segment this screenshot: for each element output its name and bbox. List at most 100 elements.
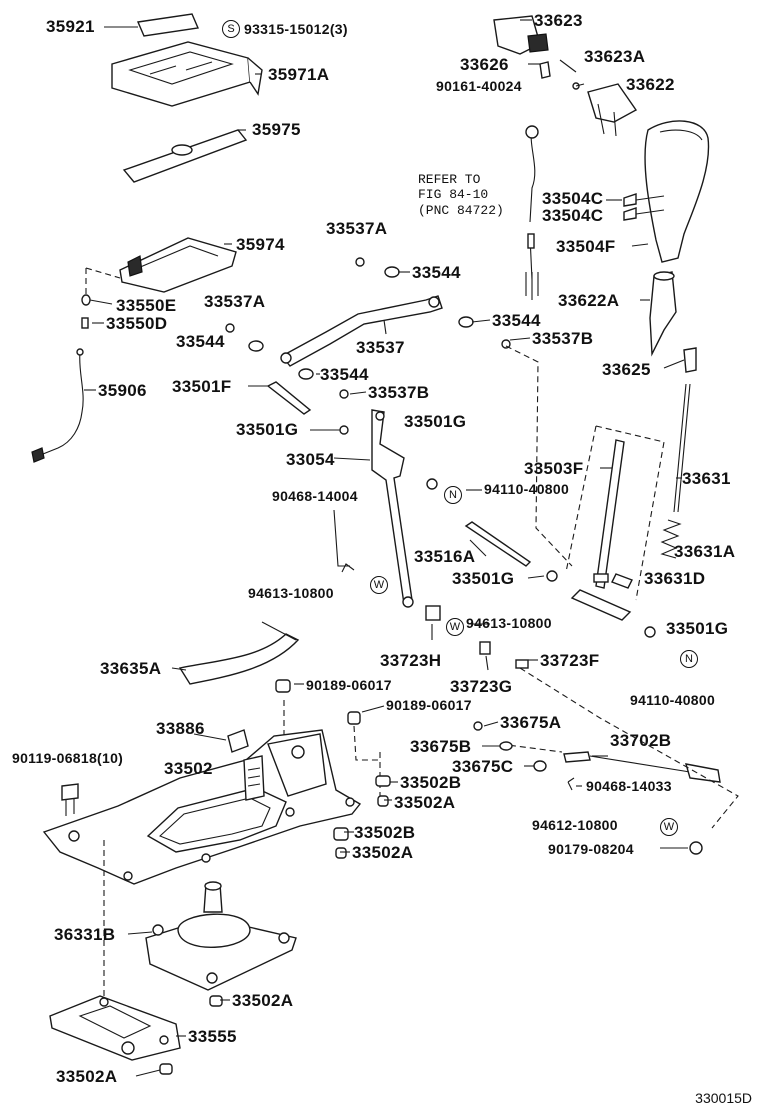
part-label: 33622	[626, 75, 675, 94]
part-label: 90189-06017	[386, 697, 472, 713]
part-label: 90468-14004	[272, 488, 358, 504]
part-label: 35975	[252, 120, 301, 139]
part-label: 33631D	[644, 569, 706, 588]
part-33623-switch	[493, 15, 549, 55]
part-label: 33501G	[236, 420, 299, 439]
part-label: 94613-10800	[466, 615, 552, 631]
part-36331b-boot	[145, 881, 297, 991]
part-label: 33626	[460, 55, 509, 74]
part-label: 33625	[602, 360, 651, 379]
leader-lines	[84, 19, 688, 1077]
part-label: 33623A	[584, 47, 646, 66]
part-label: 33054	[286, 450, 335, 469]
diagram-reference-id: 330015D	[695, 1090, 752, 1106]
part-label: 94613-10800	[248, 585, 334, 601]
part-label: 33675C	[452, 757, 514, 776]
part-label: 35974	[236, 235, 285, 254]
part-label: 33503F	[524, 459, 584, 478]
part-label: 33502B	[400, 773, 462, 792]
part-33501f-bolt	[266, 381, 312, 415]
part-label: 33501G	[404, 412, 467, 431]
part-label: 33622A	[558, 291, 620, 310]
part-label: 33504C	[542, 206, 604, 225]
part-label: 90161-40024	[436, 78, 522, 94]
symbol-w-1: W	[370, 576, 388, 594]
part-label: 93315-15012(3)	[244, 21, 348, 37]
part-33054-shift-rod	[371, 409, 414, 608]
part-label: 33635A	[100, 659, 162, 678]
part-label: 90468-14033	[586, 778, 672, 794]
refer-note-line-2: FIG 84-10	[418, 187, 489, 202]
symbol-w-2: W	[446, 618, 464, 636]
part-33723h-bushing	[425, 605, 441, 621]
part-label: 33502A	[56, 1067, 118, 1086]
part-label: 33537B	[532, 329, 594, 348]
part-label: 33631	[682, 469, 731, 488]
refer-note-line-1: REFER TO	[418, 172, 481, 187]
part-label: 94110-40800	[630, 692, 716, 708]
symbol-w-3: W	[660, 818, 678, 836]
part-33555-lower-plate	[49, 995, 181, 1061]
part-label: 90119-06818(10)	[12, 750, 124, 766]
part-label: 33723H	[380, 651, 442, 670]
part-label: 33537A	[204, 292, 266, 311]
part-label: 33702B	[610, 731, 672, 750]
part-label: 35906	[98, 381, 147, 400]
part-label: 33675A	[500, 713, 562, 732]
part-35921-plate	[136, 13, 200, 37]
part-90119-bolt	[61, 783, 79, 816]
part-label: 33504F	[556, 237, 616, 256]
part-33504f-knob	[644, 120, 710, 263]
part-label: 33675B	[410, 737, 472, 756]
part-label: 33502B	[354, 823, 416, 842]
part-label: 33555	[188, 1027, 237, 1046]
part-label: 33631A	[674, 542, 736, 561]
part-label: 35971A	[268, 65, 330, 84]
part-label: 33544	[492, 311, 541, 330]
part-label: 33501F	[172, 377, 232, 396]
part-label: 33723G	[450, 677, 513, 696]
part-33631-rod	[660, 383, 691, 559]
part-label: 33544	[176, 332, 225, 351]
part-label: 94110-40800	[484, 481, 570, 497]
part-label: 33504C	[542, 189, 604, 208]
part-label: 33501G	[666, 619, 729, 638]
part-label: 33537	[356, 338, 405, 357]
part-label: 33623	[534, 11, 583, 30]
part-label: 33537B	[368, 383, 430, 402]
part-33886-clip	[227, 729, 249, 753]
part-label: 33537A	[326, 219, 388, 238]
part-33622a-sleeve	[649, 271, 677, 357]
part-wire-harness	[525, 125, 539, 300]
part-label: 33886	[156, 719, 205, 738]
symbol-n-1: N	[444, 486, 462, 504]
part-label: 33502	[164, 759, 213, 778]
part-33635a-bracket	[178, 621, 300, 685]
part-35974-indicator	[119, 237, 237, 293]
symbol-n-2: N	[680, 650, 698, 668]
part-label: 33501G	[452, 569, 515, 588]
part-33622-button	[587, 83, 638, 137]
symbol-s: S	[222, 20, 240, 38]
part-33503f-lever	[570, 439, 632, 621]
part-33702b-cable	[563, 751, 721, 783]
part-35906-wire	[31, 348, 84, 463]
part-35975-strip	[122, 129, 248, 183]
part-label: 90189-06017	[306, 677, 392, 693]
part-label: 36331B	[54, 925, 116, 944]
part-label: 33544	[320, 365, 369, 384]
refer-note-line-3: (PNC 84722)	[418, 203, 504, 218]
part-label: 33550D	[106, 314, 168, 333]
part-35971a-housing	[111, 41, 263, 107]
part-label: 33550E	[116, 296, 177, 315]
part-label: 33723F	[540, 651, 600, 670]
part-label: 33502A	[352, 843, 414, 862]
part-label: 94612-10800	[532, 817, 618, 833]
part-33502-base-plate	[42, 729, 362, 885]
part-label: 33516A	[414, 547, 476, 566]
part-label: 33502A	[232, 991, 294, 1010]
part-33516a-pin	[464, 521, 532, 567]
part-33625-clip	[683, 347, 697, 373]
